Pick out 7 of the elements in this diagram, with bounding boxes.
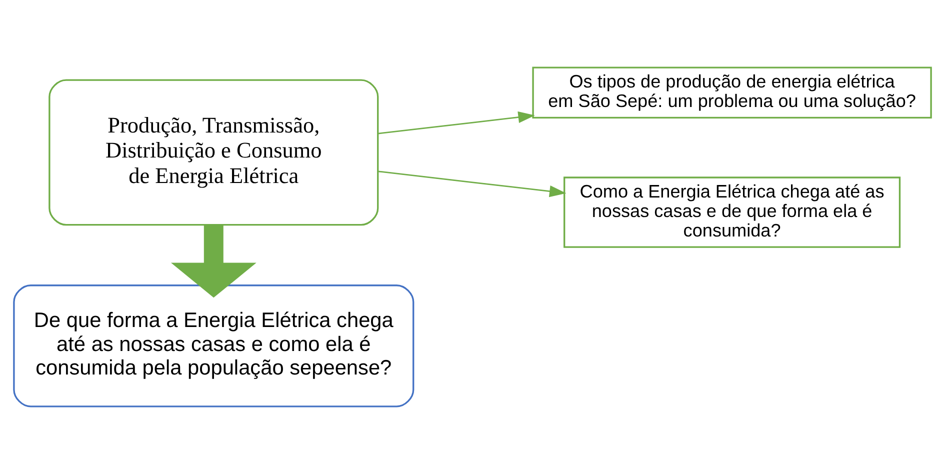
- node-box: De que forma a Energia Elétrica chega até as nossas casas e como ela é consumida pela população sepeense?: [13, 284, 414, 408]
- arrow: [170, 224, 256, 298]
- node-box: Como a Energia Elétrica chega até as nossas casas e de que forma ela é consumida?: [564, 176, 901, 248]
- node-box: Os tipos de produção de energia elétrica em São Sepé: um problema ou uma solução?: [532, 66, 932, 118]
- node-box: Produção, Transmissão, Distribuição e Consumo de Energia Elétrica: [48, 79, 379, 226]
- arrow: [378, 111, 535, 134]
- arrow: [378, 170, 566, 198]
